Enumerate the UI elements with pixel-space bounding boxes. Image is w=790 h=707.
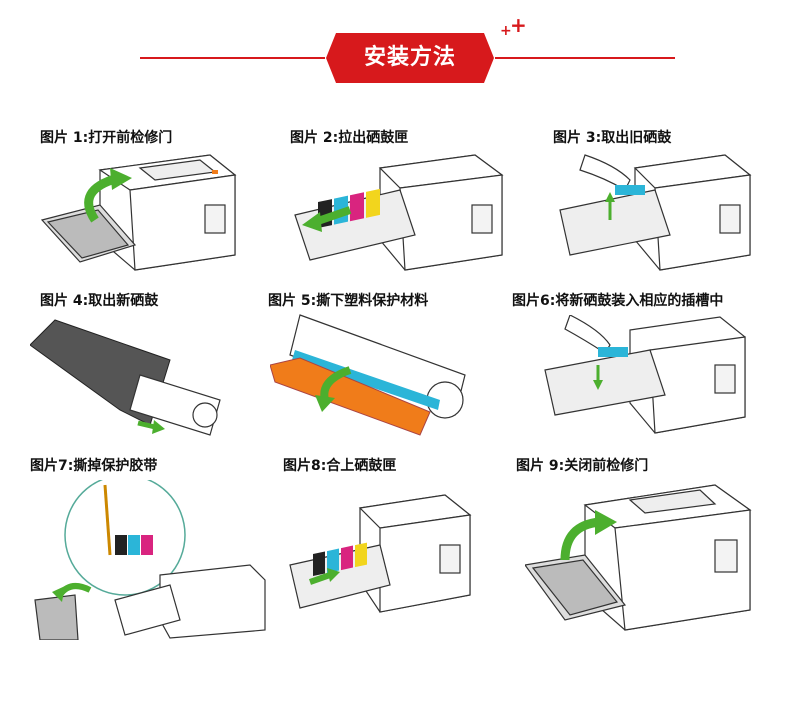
step-6-illustration [544,315,746,434]
step-4-label: 图片 4:取出新硒鼓 [40,293,159,309]
plus-decoration-small: + [500,23,512,39]
step-1-illustration [40,154,237,271]
header-banner: 安装方法 [326,33,494,83]
step-9-label: 图片 9:关闭前检修门 [516,458,649,474]
step-4-illustration [30,319,221,436]
step-7-label: 图片7:撕掉保护胶带 [30,458,158,474]
step-2-illustration [294,154,504,271]
step-5-label: 图片 5:撕下塑料保护材料 [268,293,429,309]
step-7-illustration [34,480,266,640]
step-1-label: 图片 1:打开前检修门 [40,130,173,146]
step-8-label: 图片8:合上硒鼓匣 [283,458,397,474]
step-2-label: 图片 2:拉出硒鼓匣 [290,130,409,146]
header-divider-right [495,57,675,59]
step-9-illustration [525,484,752,631]
banner-shape [326,33,494,83]
header-divider-left [140,57,325,59]
page-title: 安装方法 [363,45,456,70]
step-3-label: 图片 3:取出旧硒鼓 [553,130,672,146]
plus-decoration-large: + [510,13,527,37]
step-5-illustration [270,314,466,436]
step-3-illustration [559,154,752,271]
step-6-label: 图片6:将新硒鼓装入相应的插槽中 [512,293,724,309]
step-8-illustration [289,494,472,613]
